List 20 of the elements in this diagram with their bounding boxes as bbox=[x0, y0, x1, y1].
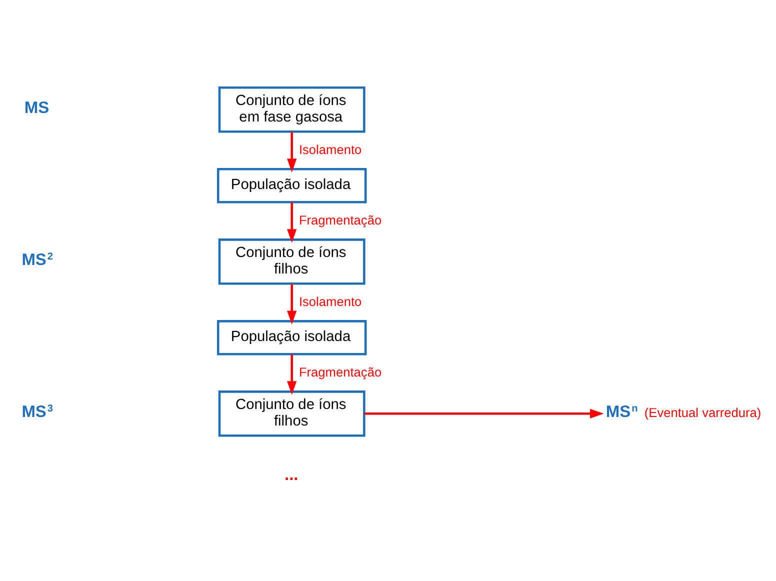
edge-label: Isolamento bbox=[298, 142, 362, 157]
edge-label: Isolamento bbox=[298, 294, 362, 309]
arrow bbox=[287, 132, 297, 172]
arrow bbox=[287, 354, 297, 395]
label: MS$^{2}$ bbox=[22, 250, 53, 269]
node-box: Conjunto de íons em fase gasosa bbox=[218, 86, 366, 133]
node-box: População isolada bbox=[216, 168, 367, 204]
node-text: MS$^{n}$ bbox=[606, 402, 638, 421]
node-box: Conjunto de íons filhos bbox=[218, 390, 366, 437]
label: ... bbox=[284, 466, 298, 484]
arrow bbox=[287, 202, 297, 243]
label: MS$^{3}$ bbox=[22, 402, 53, 421]
node-box: População isolada bbox=[216, 320, 367, 356]
label: MS bbox=[24, 98, 50, 117]
arrow bbox=[287, 284, 297, 324]
node-box: Conjunto de íons filhos bbox=[218, 238, 366, 285]
edge-label: Fragmentação bbox=[298, 364, 382, 380]
node-label: (Eventual varredura) bbox=[644, 405, 762, 420]
arrow bbox=[364, 408, 604, 418]
edge-label: Fragmentação bbox=[298, 212, 382, 228]
